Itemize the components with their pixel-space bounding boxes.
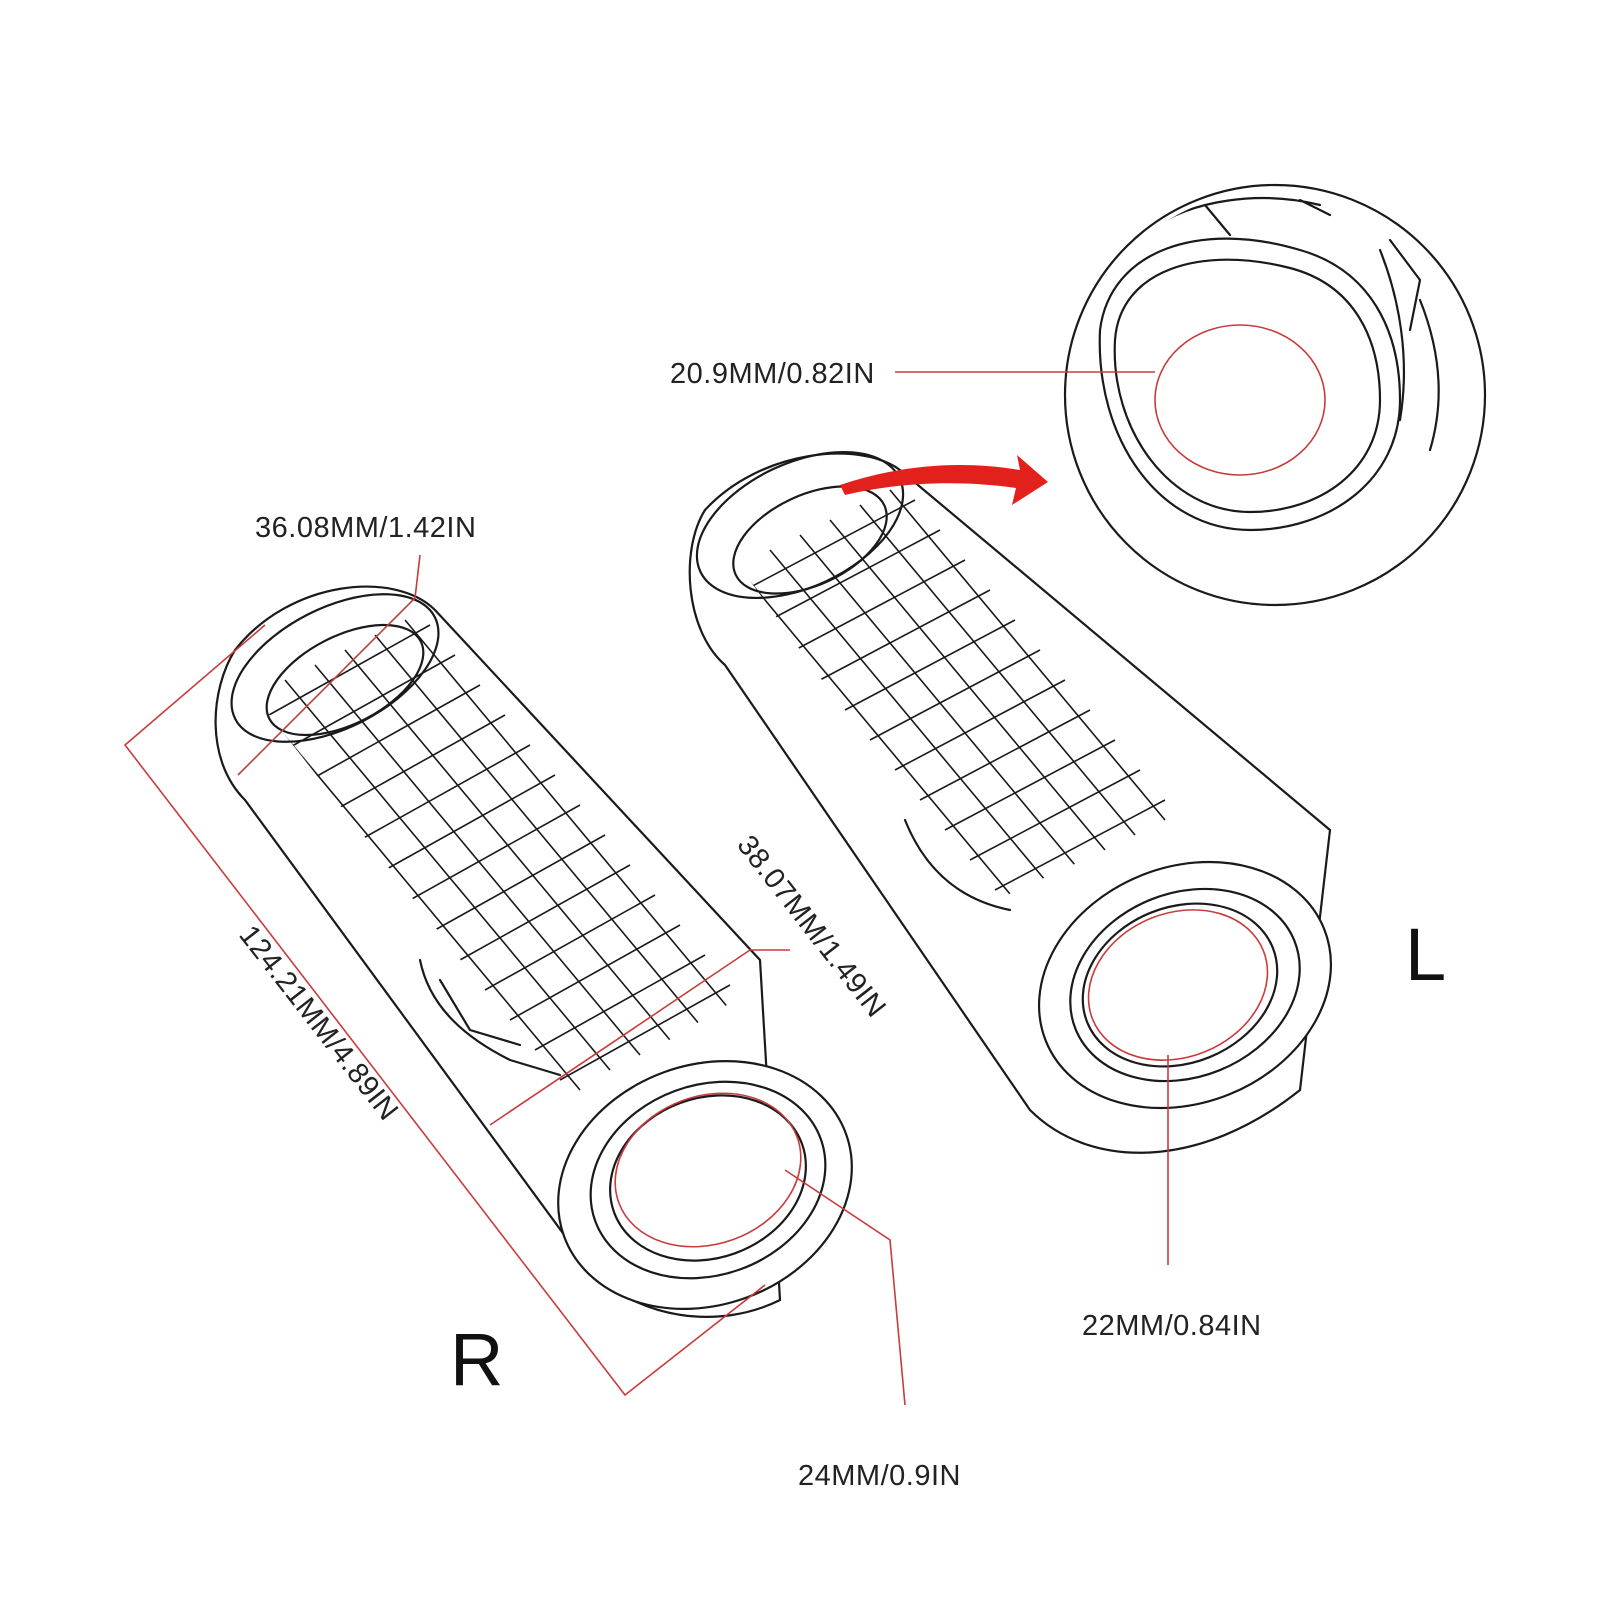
right-grip-far-rim <box>265 623 425 737</box>
side-label-left: L <box>1405 913 1446 996</box>
left-grip-bore <box>1081 902 1279 1068</box>
left-grip-far-rim <box>732 485 888 595</box>
right-grip-bore <box>609 1094 807 1262</box>
right-grip-end-face <box>557 1060 853 1310</box>
leader-right-outer-end <box>237 554 421 776</box>
label-right-inner: 24MM/0.9IN <box>798 1460 961 1492</box>
zoom-arrow-icon <box>840 455 1048 505</box>
label-right-outer-end: 36.08MM/1.42IN <box>255 512 476 544</box>
left-grip <box>688 450 1333 1154</box>
left-grip-end-rim <box>1069 887 1301 1083</box>
leader-right-length <box>123 624 766 1397</box>
leader-right-inner <box>784 1169 906 1406</box>
zoom-detail-frame <box>1063 183 1487 607</box>
left-grip-texture <box>739 489 1166 901</box>
zoom-bore-dim-circle <box>1154 324 1326 476</box>
right-grip-bore-dim-circle <box>614 1092 802 1248</box>
side-label-right: R <box>450 1318 503 1401</box>
right-grip-texture <box>254 619 731 1091</box>
right-grip-end-rim <box>589 1080 827 1280</box>
right-grip-panel-inner <box>438 978 522 1047</box>
label-left-detail: 20.9MM/0.82IN <box>670 358 875 390</box>
zoom-detail <box>1063 183 1487 607</box>
leader-right-outer-near <box>489 949 790 1126</box>
label-left-inner: 22MM/0.84IN <box>1082 1310 1262 1342</box>
left-grip-panel <box>903 818 1012 912</box>
left-grip-bore-dim-circle <box>1087 909 1269 1061</box>
dimension-lines <box>123 371 1169 1406</box>
right-grip <box>214 585 853 1318</box>
right-grip-panel <box>418 958 562 1077</box>
